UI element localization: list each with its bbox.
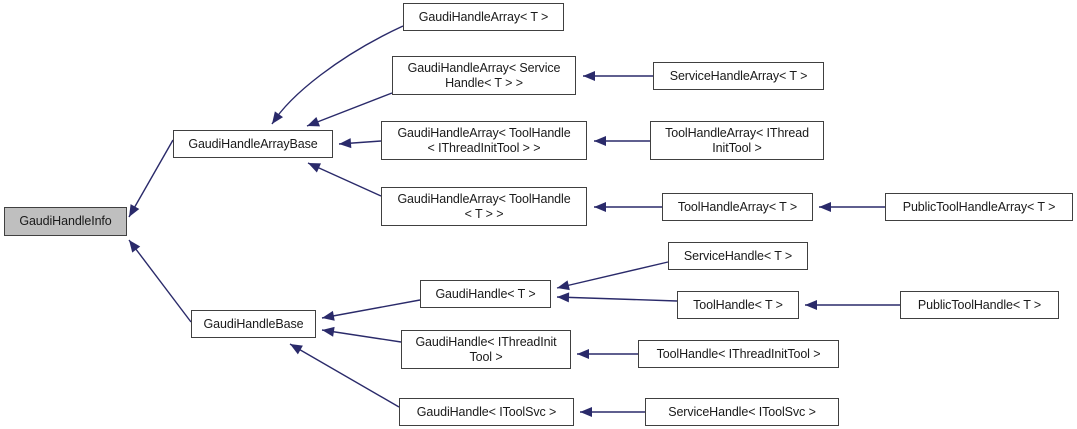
arrowhead-n13-to-n10 xyxy=(290,344,303,355)
class-node-label: ToolHandle< T > xyxy=(693,297,783,312)
edge-n14-to-n11 xyxy=(556,261,669,289)
class-node-gaudihandlearray-t[interactable]: GaudiHandleArray< T > xyxy=(403,3,564,31)
class-node-toolhandle-t[interactable]: ToolHandle< T > xyxy=(677,291,799,319)
class-node-label: PublicToolHandleArray< T > xyxy=(902,199,1056,214)
edge-n11-to-n10 xyxy=(321,299,421,319)
class-node-gaudihandlearraybase[interactable]: GaudiHandleArrayBase xyxy=(173,130,333,158)
class-node-label: GaudiHandleArray< ToolHandle < T > > xyxy=(397,192,571,221)
class-node-label: GaudiHandle< T > xyxy=(435,286,536,301)
arrowhead-n9-to-n8 xyxy=(819,202,831,212)
arrowhead-n7-to-n4 xyxy=(594,136,606,146)
class-node-label: ToolHandleArray< T > xyxy=(677,199,798,214)
class-node-servicehandle-t[interactable]: ServiceHandle< T > xyxy=(668,242,808,270)
arrowhead-n16-to-n15 xyxy=(805,300,817,310)
edge-n12-to-n10 xyxy=(321,329,402,343)
class-node-label: GaudiHandleInfo xyxy=(19,214,112,229)
class-node-label: ServiceHandleArray< T > xyxy=(669,68,808,83)
class-node-toolhandle-ithreadinittool[interactable]: ToolHandle< IThreadInitTool > xyxy=(638,340,839,368)
class-node-servicehandlearray-t[interactable]: ServiceHandleArray< T > xyxy=(653,62,824,90)
arrowhead-n3-to-n1 xyxy=(307,116,320,127)
arrowhead-n14-to-n11 xyxy=(557,280,570,291)
class-node-servicehandle-itoolsvc[interactable]: ServiceHandle< IToolSvc > xyxy=(645,398,839,426)
class-node-gaudihandle-itoolsvc[interactable]: GaudiHandle< IToolSvc > xyxy=(399,398,574,426)
class-node-label: GaudiHandleArray< T > xyxy=(418,9,549,24)
edge-n10-to-n0 xyxy=(128,239,192,323)
class-node-label: PublicToolHandle< T > xyxy=(917,297,1042,312)
class-node-label: GaudiHandleArray< Service Handle< T > > xyxy=(407,61,561,90)
class-node-publictoolhandle-t[interactable]: PublicToolHandle< T > xyxy=(900,291,1059,319)
arrowhead-n11-to-n10 xyxy=(322,310,335,321)
class-node-gaudihandlearray-toolhandle-ithreadinittool[interactable]: GaudiHandleArray< ToolHandle < IThreadIn… xyxy=(381,121,587,160)
edge-n4-to-n1 xyxy=(338,140,382,145)
edge-n13-to-n10 xyxy=(289,343,400,408)
arrowhead-n12-to-n10 xyxy=(322,326,335,337)
edge-n2-to-n1 xyxy=(271,25,404,125)
arrowhead-n17-to-n12 xyxy=(577,349,589,359)
arrowhead-n6-to-n3 xyxy=(583,71,595,81)
class-node-label: GaudiHandle< IToolSvc > xyxy=(416,404,557,419)
arrowhead-n5-to-n1 xyxy=(308,163,321,173)
class-node-label: ServiceHandle< T > xyxy=(683,248,793,263)
class-node-label: GaudiHandleArrayBase xyxy=(188,136,318,151)
class-node-publictoolhandlearray-t[interactable]: PublicToolHandleArray< T > xyxy=(885,193,1073,221)
class-node-label: GaudiHandleBase xyxy=(203,316,304,331)
edge-n15-to-n11 xyxy=(556,296,678,302)
class-node-label: GaudiHandleArray< ToolHandle < IThreadIn… xyxy=(397,126,571,155)
edge-n1-to-n0 xyxy=(128,139,174,218)
class-node-gaudihandle-ithreadinit-tool[interactable]: GaudiHandle< IThreadInit Tool > xyxy=(401,330,571,369)
class-node-label: ToolHandle< IThreadInitTool > xyxy=(656,346,821,361)
class-node-label: ServiceHandle< IToolSvc > xyxy=(668,404,816,419)
arrowhead-n2-to-n1 xyxy=(272,111,284,124)
edge-n3-to-n1 xyxy=(306,92,393,127)
edge-n5-to-n1 xyxy=(307,162,382,197)
class-node-gaudihandle-t[interactable]: GaudiHandle< T > xyxy=(420,280,551,308)
class-node-toolhandlearray-ithread-inittool[interactable]: ToolHandleArray< IThread InitTool > xyxy=(650,121,824,160)
arrowhead-n15-to-n11 xyxy=(557,292,570,303)
class-node-gaudihandlearray-toolhandle-t[interactable]: GaudiHandleArray< ToolHandle < T > > xyxy=(381,187,587,226)
class-node-label: GaudiHandle< IThreadInit Tool > xyxy=(415,335,557,364)
class-node-label: ToolHandleArray< IThread InitTool > xyxy=(665,126,809,155)
arrowhead-n18-to-n13 xyxy=(580,407,592,417)
class-node-gaudihandleinfo[interactable]: GaudiHandleInfo xyxy=(4,207,127,236)
arrowhead-n10-to-n0 xyxy=(129,240,141,253)
class-node-gaudihandlearray-service-handle-t[interactable]: GaudiHandleArray< Service Handle< T > > xyxy=(392,56,576,95)
class-node-gaudihandlebase[interactable]: GaudiHandleBase xyxy=(191,310,316,338)
class-node-toolhandlearray-t[interactable]: ToolHandleArray< T > xyxy=(662,193,813,221)
arrowhead-n8-to-n5 xyxy=(594,202,606,212)
arrowhead-n4-to-n1 xyxy=(339,138,352,149)
